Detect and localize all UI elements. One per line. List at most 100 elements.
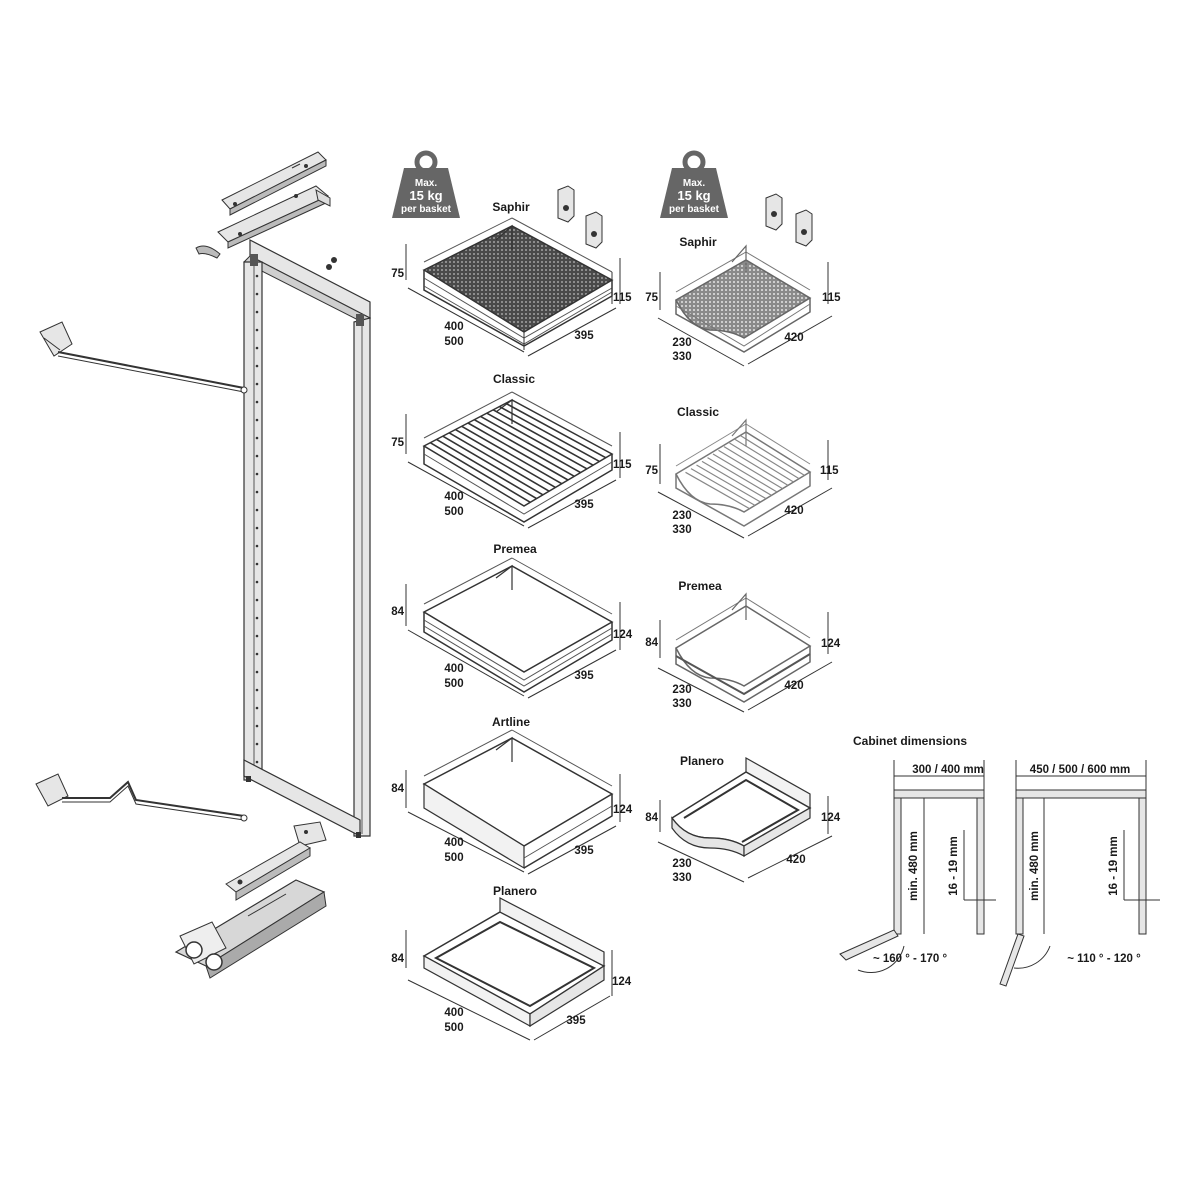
basket-bar — [707, 457, 772, 496]
dim-back-height: 115 — [613, 292, 632, 304]
dim-width-1: 230 — [672, 337, 691, 349]
basket-bar — [696, 464, 761, 503]
basket-bar — [455, 428, 556, 489]
frame-hole — [255, 598, 259, 602]
dim-back-height: 124 — [821, 638, 841, 650]
frame-hole — [255, 724, 259, 728]
basket-bar — [718, 449, 783, 490]
dim-depth: 420 — [786, 854, 805, 866]
dim-width-2: 500 — [444, 852, 463, 864]
basket-bar — [436, 438, 537, 500]
frame-hole — [255, 652, 259, 656]
basket-title: Saphir — [679, 235, 717, 249]
frame-hole — [255, 742, 259, 746]
dim-width-1: 230 — [672, 684, 691, 696]
basket-bar — [723, 446, 789, 486]
dim-depth: 395 — [574, 499, 594, 511]
dim-back-height: 124 — [613, 804, 633, 816]
basket-title: Artline — [492, 715, 530, 729]
basket-title: Planero — [493, 884, 537, 898]
weight-badge-line2: 15 kg — [677, 188, 710, 203]
basket-bar — [740, 435, 805, 476]
cabinet-min-height: min. 480 mm — [1029, 831, 1041, 901]
mounting-hooks-right — [765, 193, 813, 247]
frame-hole — [255, 400, 259, 404]
basket-premea-corner: Premea 84 124 230 330 420 — [645, 579, 841, 713]
frame-hole — [255, 292, 259, 296]
dim-depth: 420 — [784, 680, 803, 692]
cabinet-gap: 16 - 19 mm — [948, 836, 960, 895]
basket-bar — [442, 435, 544, 496]
dim-width-1: 400 — [444, 321, 463, 333]
weight-badge-line2: 15 kg — [409, 188, 442, 203]
basket-bar — [685, 471, 750, 510]
frame-hole — [255, 454, 259, 458]
dim-front-height: 84 — [391, 606, 404, 618]
basket-bar — [505, 402, 607, 459]
dim-width-2: 330 — [672, 524, 691, 536]
basket-bar — [429, 442, 531, 503]
basket-classic-corner: Classic 75 115 230 330 420 — [645, 405, 839, 539]
dim-width-1: 230 — [672, 510, 691, 522]
dim-depth: 420 — [784, 505, 803, 517]
basket-title: Premea — [678, 579, 722, 593]
bottom-runner-assembly — [174, 821, 327, 979]
frame-hole — [255, 436, 259, 440]
basket-classic-wide: Classic 75 115 400 500 395 — [391, 372, 632, 529]
dim-width-2: 330 — [672, 872, 691, 884]
weight-badge-right: Max. 15 kg per basket — [660, 150, 728, 218]
basket-premea-wide: Premea 84 124 400 500 395 — [391, 542, 633, 699]
clip-part — [195, 245, 221, 259]
frame-hole — [255, 526, 259, 530]
dim-width-2: 330 — [672, 698, 691, 710]
frame-holes — [255, 274, 259, 764]
cabinet-gap: 16 - 19 mm — [1108, 836, 1120, 895]
basket-bar — [712, 453, 778, 493]
dim-front-height: 75 — [645, 292, 658, 304]
dim-width-1: 230 — [672, 858, 691, 870]
mounting-hooks-left — [557, 185, 603, 249]
frame-hole — [255, 274, 259, 278]
basket-saphir-corner: Saphir 75 115 230 330 420 — [645, 235, 841, 367]
basket-bar — [492, 409, 594, 466]
dim-front-height: 75 — [645, 465, 658, 477]
basket-bar — [486, 412, 588, 470]
weight-badge-line1: Max. — [683, 178, 705, 189]
dim-width-2: 500 — [444, 1022, 463, 1034]
dim-width-2: 500 — [444, 506, 463, 518]
basket-bar — [499, 405, 600, 463]
dim-back-height: 124 — [613, 629, 633, 641]
frame-hole — [255, 508, 259, 512]
dim-width-2: 330 — [672, 351, 691, 363]
dim-back-height: 115 — [613, 459, 632, 471]
dim-depth: 420 — [784, 332, 803, 344]
basket-title: Planero — [680, 754, 724, 768]
basket-bar — [461, 425, 563, 485]
screws — [326, 257, 337, 270]
basket-title: Classic — [677, 405, 719, 419]
basket-title: Classic — [493, 372, 535, 386]
dim-front-height: 84 — [391, 783, 404, 795]
frame-hole — [255, 328, 259, 332]
frame-hole — [255, 634, 259, 638]
dim-width-1: 400 — [444, 1007, 463, 1019]
basket-bar — [480, 415, 581, 474]
dim-back-height: 115 — [822, 292, 841, 304]
basket-bar — [473, 419, 575, 477]
dim-back-height: 124 — [612, 976, 632, 988]
dim-depth: 395 — [574, 330, 594, 342]
basket-bar — [701, 460, 767, 500]
dim-front-height: 84 — [645, 637, 658, 649]
basket-bar — [467, 422, 569, 481]
frame-hole — [255, 364, 259, 368]
frame-hole — [255, 580, 259, 584]
basket-bar — [448, 432, 550, 492]
dim-front-height: 75 — [391, 268, 404, 280]
basket-artline-wide: Artline 84 124 400 500 395 — [391, 715, 633, 875]
dim-back-height: 115 — [820, 465, 839, 477]
dim-width-1: 400 — [444, 837, 463, 849]
frame-hole — [255, 418, 259, 422]
main-frame — [243, 239, 372, 838]
dim-width-1: 400 — [444, 663, 463, 675]
